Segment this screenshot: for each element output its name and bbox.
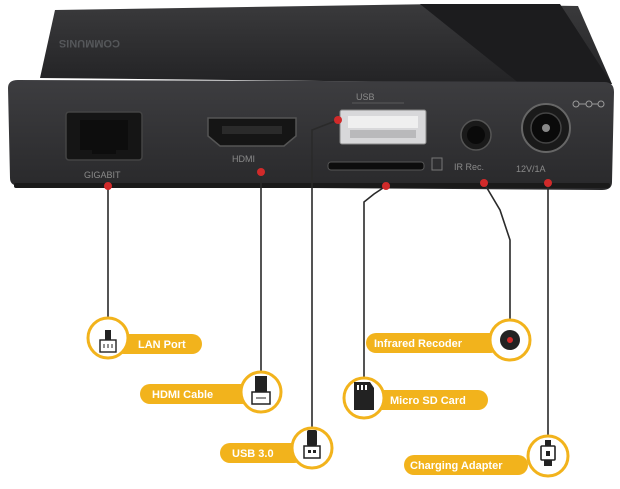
callout-label-power: Charging Adapter	[410, 460, 503, 472]
port-label-hdmi: HDMI	[232, 154, 255, 164]
callout-label-sd: Micro SD Card	[390, 395, 466, 407]
port-label-power: 12V/1A	[516, 164, 546, 174]
callout-label-hdmi: HDMI Cable	[152, 389, 213, 401]
callout-label-ir: Infrared Recoder	[374, 338, 463, 350]
callout-label-usb: USB 3.0	[232, 448, 274, 460]
dot-ir	[480, 179, 488, 187]
device-top-accent	[420, 4, 612, 84]
port-label-usb: USB	[356, 92, 375, 102]
device-brand-text: COMMUNIS	[59, 37, 120, 49]
ir-receiver	[460, 119, 492, 151]
power-plug-icon	[540, 440, 556, 466]
leader-lines	[107, 119, 549, 440]
sd-card-icon	[354, 382, 374, 410]
leader-line-sd	[363, 185, 387, 380]
callout-lan: LAN Port	[86, 316, 202, 360]
hdmi-plug-icon	[251, 376, 271, 405]
callout-power: Charging Adapter	[404, 434, 570, 478]
sd-slot	[327, 157, 443, 171]
ir-sensor-icon	[500, 330, 520, 350]
callout-sd: Micro SD Card	[342, 376, 488, 420]
callout-usb: USB 3.0	[220, 426, 334, 470]
port-label-ir: IR Rec.	[454, 162, 484, 172]
dot-lan	[104, 182, 112, 190]
dot-usb	[334, 116, 342, 124]
hdmi-port	[207, 117, 297, 147]
callout-ir: Infrared Recoder	[366, 318, 532, 362]
connection-dots	[104, 116, 552, 190]
usb-plug-icon	[303, 430, 321, 459]
callout-label-lan: LAN Port	[138, 339, 186, 351]
usb-port	[339, 109, 427, 145]
device-front-face	[8, 80, 614, 190]
ethernet-plug-icon	[99, 330, 117, 353]
power-jack	[521, 103, 571, 153]
leader-line-ir	[483, 182, 511, 322]
lan-port	[65, 111, 143, 161]
port-label-lan: GIGABIT	[84, 170, 121, 180]
callout-hdmi: HDMI Cable	[140, 370, 283, 414]
power-symbol-icon	[572, 100, 605, 108]
dot-sd	[382, 182, 390, 190]
dot-hdmi	[257, 168, 265, 176]
dot-power	[544, 179, 552, 187]
tv-box-device: COMMUNIS	[8, 4, 614, 190]
leader-line-usb	[311, 119, 339, 430]
